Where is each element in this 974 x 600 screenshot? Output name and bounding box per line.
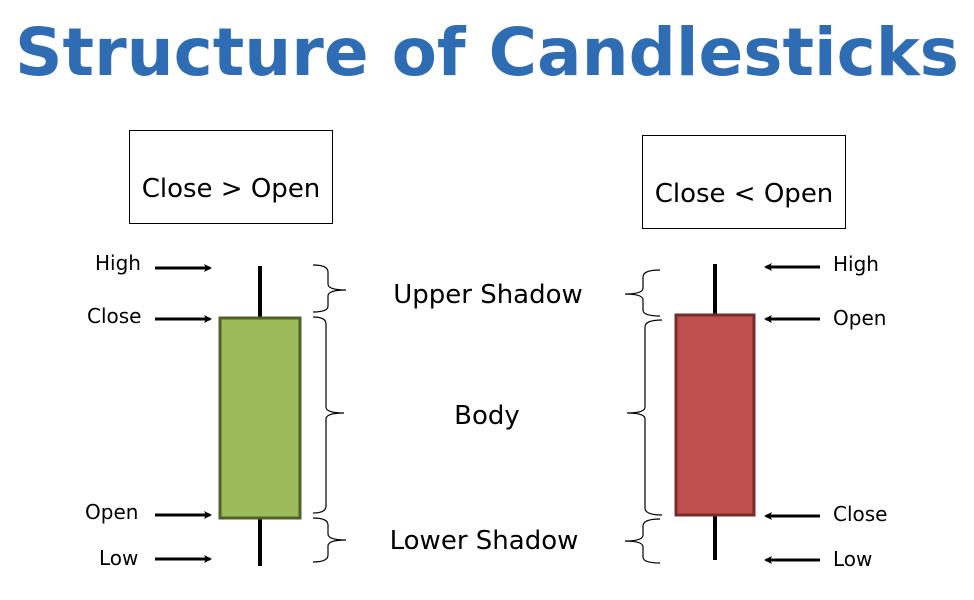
bearish-label-low: Low xyxy=(833,547,873,571)
bearish-body xyxy=(674,313,756,517)
bearish-label-open: Open xyxy=(833,306,887,330)
bullish-label-close: Close xyxy=(87,304,142,328)
brace-upper-right xyxy=(624,269,661,317)
body-label: Body xyxy=(454,401,520,431)
bullish-label-high: High xyxy=(95,251,141,275)
upper-shadow-label: Upper Shadow xyxy=(393,280,583,310)
diagram-title: Structure of Candlesticks xyxy=(15,14,959,91)
brace-body-left xyxy=(312,316,345,514)
brace-lower-right xyxy=(624,518,661,564)
bearish-header-box: Close < Open xyxy=(642,135,846,229)
brace-upper-left xyxy=(312,264,347,313)
brace-lower-left xyxy=(312,517,347,563)
brace-body-right xyxy=(626,319,663,516)
lower-shadow-label: Lower Shadow xyxy=(389,526,579,556)
bullish-header-box: Close > Open xyxy=(129,130,333,224)
bearish-label-close: Close xyxy=(833,502,888,526)
bullish-label-open: Open xyxy=(85,500,139,524)
bearish-label-high: High xyxy=(833,252,879,276)
bullish-label-low: Low xyxy=(99,546,139,570)
bullish-body xyxy=(218,316,302,520)
